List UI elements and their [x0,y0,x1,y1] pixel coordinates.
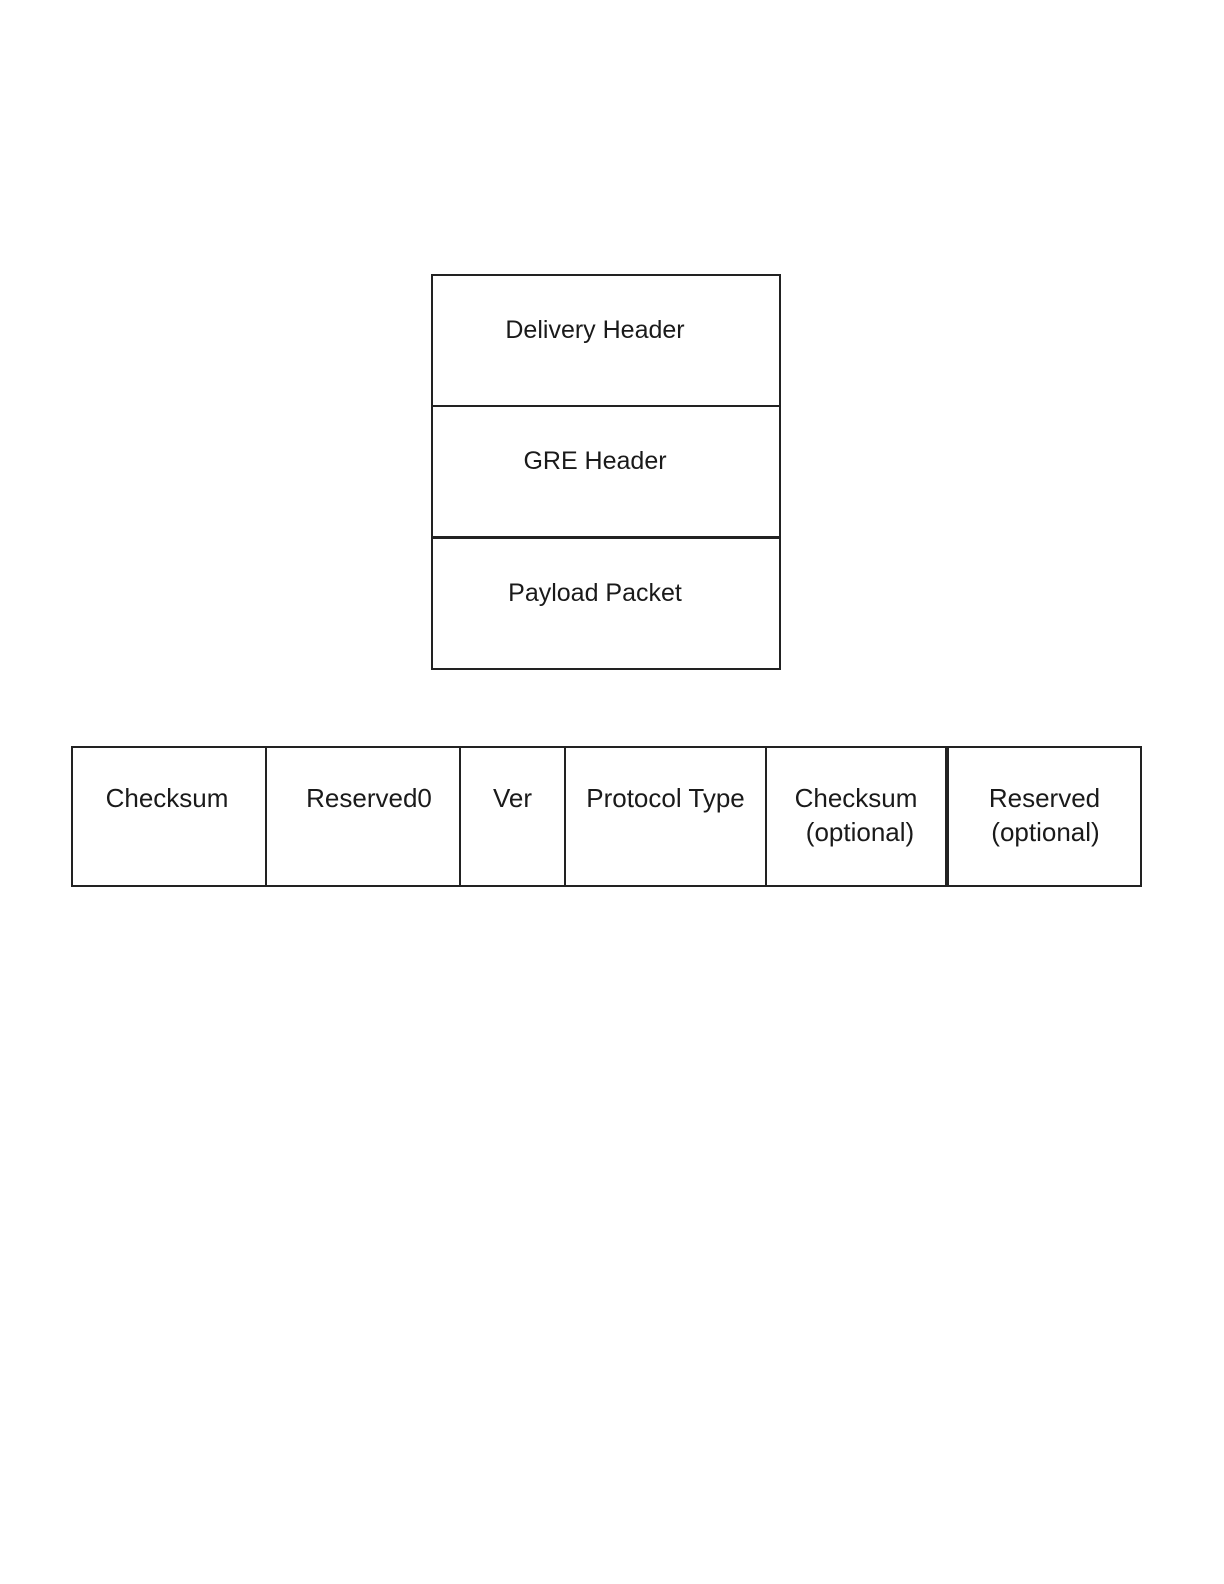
gre-header-box: GRE Header [433,407,779,539]
field-reserved-optional: Reserved (optional) [949,748,1140,885]
payload-packet-box: Payload Packet [433,539,779,670]
packet-encapsulation-stack: Delivery Header GRE Header Payload Packe… [431,274,781,670]
delivery-header-label: Delivery Header [433,316,757,345]
field-checksum-optional-label-line2: (optional) [767,815,945,849]
gre-header-fields-row: Checksum Reserved0 Ver Protocol Type Che… [71,746,1142,887]
field-reserved-optional-label-line1: Reserved [949,781,1140,815]
field-checksum-optional: Checksum (optional) [767,748,949,885]
payload-packet-label: Payload Packet [433,579,757,608]
delivery-header-box: Delivery Header [433,276,779,407]
field-checksum-label: Checksum [73,781,265,815]
field-protocol-type: Protocol Type [566,748,767,885]
field-ver-label: Ver [461,781,564,815]
field-checksum: Checksum [73,748,267,885]
field-ver: Ver [461,748,566,885]
field-protocol-type-label: Protocol Type [566,781,765,815]
field-reserved-optional-label-line2: (optional) [949,815,1140,849]
field-reserved0: Reserved0 [267,748,461,885]
gre-header-label: GRE Header [433,447,757,476]
field-reserved0-label: Reserved0 [267,781,459,815]
field-checksum-optional-label-line1: Checksum [767,781,945,815]
